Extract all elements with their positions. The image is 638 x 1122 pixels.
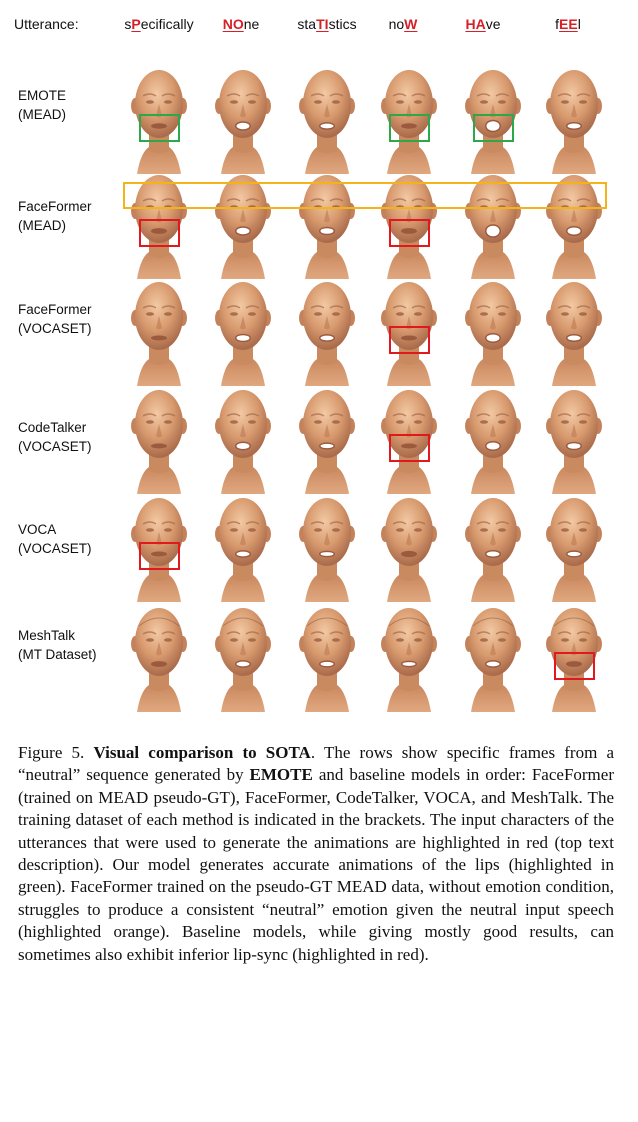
utterance-feel: fEEl <box>555 16 581 32</box>
method-dataset: (VOCASET) <box>18 541 92 556</box>
method-name: EMOTE <box>18 88 67 103</box>
face-render <box>123 66 195 174</box>
method-name: FaceFormer <box>18 302 92 317</box>
face-render <box>123 494 195 602</box>
figure-title: Visual comparison to SOTA <box>93 743 311 762</box>
orange-highlight-band <box>123 182 607 209</box>
face-render <box>373 386 445 494</box>
face-render <box>373 66 445 174</box>
face-render <box>291 386 363 494</box>
face-render <box>123 386 195 494</box>
face-render <box>207 494 279 602</box>
method-label: MeshTalk (MT Dataset) <box>18 626 97 664</box>
method-label: FaceFormer (MEAD) <box>18 197 92 235</box>
face-render <box>291 604 363 712</box>
method-label: EMOTE (MEAD) <box>18 86 66 124</box>
face-render <box>538 386 610 494</box>
red-highlight-box <box>389 434 430 462</box>
caption-text-1: . The rows show specific frames from a “… <box>18 743 615 785</box>
face-render <box>123 278 195 386</box>
method-dataset: (VOCASET) <box>18 321 92 336</box>
face-render <box>207 386 279 494</box>
face-render <box>291 171 363 279</box>
face-render <box>457 278 529 386</box>
face-render <box>373 278 445 386</box>
red-highlight-box <box>389 326 430 354</box>
caption-text-2: and baseline models in order: FaceFormer… <box>18 765 614 964</box>
face-render <box>123 604 195 712</box>
method-label: FaceFormer (VOCASET) <box>18 300 92 338</box>
method-row: EMOTE (MEAD) <box>0 66 638 174</box>
face-render <box>538 171 610 279</box>
green-highlight-box <box>139 114 180 142</box>
red-highlight-box <box>554 652 595 680</box>
face-render <box>291 66 363 174</box>
method-name: MeshTalk <box>18 628 76 643</box>
face-render <box>457 386 529 494</box>
utterance-statistics: staTIstics <box>297 16 357 32</box>
face-render <box>538 66 610 174</box>
method-label: CodeTalker (VOCASET) <box>18 418 92 456</box>
face-render <box>457 494 529 602</box>
face-render <box>207 66 279 174</box>
utterance-specifically: sPecifically <box>124 16 194 32</box>
figure-label: Figure 5. <box>18 743 85 762</box>
method-dataset: (MEAD) <box>18 107 66 122</box>
utterance-have: HAve <box>465 16 501 32</box>
method-dataset: (MT Dataset) <box>18 647 97 662</box>
red-highlight-box <box>139 542 180 570</box>
face-render <box>207 278 279 386</box>
face-render <box>373 604 445 712</box>
green-highlight-box <box>473 114 514 142</box>
face-render <box>291 494 363 602</box>
method-dataset: (MEAD) <box>18 218 66 233</box>
utterance-header: Utterance: sPecifically NOne staTIstics … <box>0 14 638 38</box>
utterance-none: NOne <box>222 16 260 32</box>
method-row: FaceFormer (VOCASET) <box>0 278 638 386</box>
caption-emote: EMOTE <box>249 765 313 785</box>
face-render <box>538 494 610 602</box>
method-name: CodeTalker <box>18 420 87 435</box>
method-label: VOCA (VOCASET) <box>18 520 92 558</box>
green-highlight-box <box>389 114 430 142</box>
method-row: CodeTalker (VOCASET) <box>0 386 638 494</box>
utterance-now: noW <box>388 16 418 32</box>
figure-caption: Figure 5. Visual comparison to SOTA. The… <box>18 742 614 966</box>
method-dataset: (VOCASET) <box>18 439 92 454</box>
face-render <box>291 278 363 386</box>
red-highlight-box <box>139 219 180 247</box>
face-render <box>457 604 529 712</box>
face-render <box>457 66 529 174</box>
face-render <box>207 604 279 712</box>
face-render <box>538 278 610 386</box>
face-render <box>373 494 445 602</box>
face-render <box>457 171 529 279</box>
method-row: MeshTalk (MT Dataset) <box>0 604 638 712</box>
face-render <box>538 604 610 712</box>
red-highlight-box <box>389 219 430 247</box>
utterance-label: Utterance: <box>14 16 79 32</box>
method-name: VOCA <box>18 522 57 537</box>
method-name: FaceFormer <box>18 199 92 214</box>
method-row: VOCA (VOCASET) <box>0 494 638 602</box>
